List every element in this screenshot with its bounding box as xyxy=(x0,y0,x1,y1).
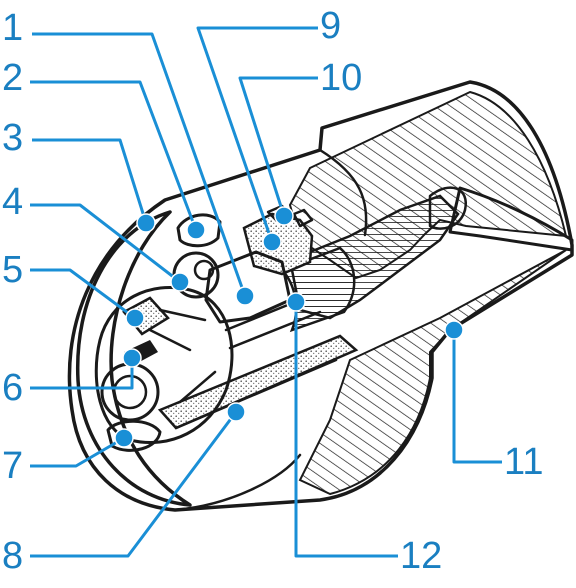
dot-4 xyxy=(170,272,190,292)
leader-3 xyxy=(32,138,148,224)
label-12: 12 xyxy=(400,535,442,577)
dot-8 xyxy=(226,402,246,422)
dot-5 xyxy=(125,308,145,328)
leader-10 xyxy=(238,76,318,217)
label-11: 11 xyxy=(504,441,543,483)
label-6: 6 xyxy=(2,367,23,409)
label-3: 3 xyxy=(2,117,23,159)
label-9: 9 xyxy=(320,5,341,47)
jaw-assembly xyxy=(94,213,338,452)
dot-6 xyxy=(122,348,142,368)
dot-12 xyxy=(286,292,306,312)
leader-9 xyxy=(196,26,318,243)
dot-9 xyxy=(262,232,282,252)
leader-7 xyxy=(30,436,125,468)
dot-2 xyxy=(186,220,206,240)
label-7: 7 xyxy=(2,445,23,487)
leader-11 xyxy=(452,330,502,464)
dot-11 xyxy=(444,320,464,340)
callout-dots xyxy=(114,206,464,448)
callout-labels: 1 2 3 4 5 6 7 8 9 10 11 12 xyxy=(2,5,543,577)
leader-4 xyxy=(30,203,181,284)
label-1: 1 xyxy=(2,7,23,49)
leader-lines xyxy=(30,26,502,558)
dot-1 xyxy=(235,286,255,306)
dot-7 xyxy=(114,428,134,448)
dot-3 xyxy=(136,213,156,233)
label-2: 2 xyxy=(2,57,23,99)
leader-1 xyxy=(32,32,247,297)
leader-12 xyxy=(294,302,398,558)
dot-10 xyxy=(274,206,294,226)
leader-8 xyxy=(30,411,238,558)
label-8: 8 xyxy=(2,535,23,577)
leader-5 xyxy=(30,268,136,320)
label-4: 4 xyxy=(2,181,23,223)
label-5: 5 xyxy=(2,249,23,291)
leader-2 xyxy=(30,80,198,231)
leader-6 xyxy=(30,358,134,390)
label-10: 10 xyxy=(320,57,362,99)
